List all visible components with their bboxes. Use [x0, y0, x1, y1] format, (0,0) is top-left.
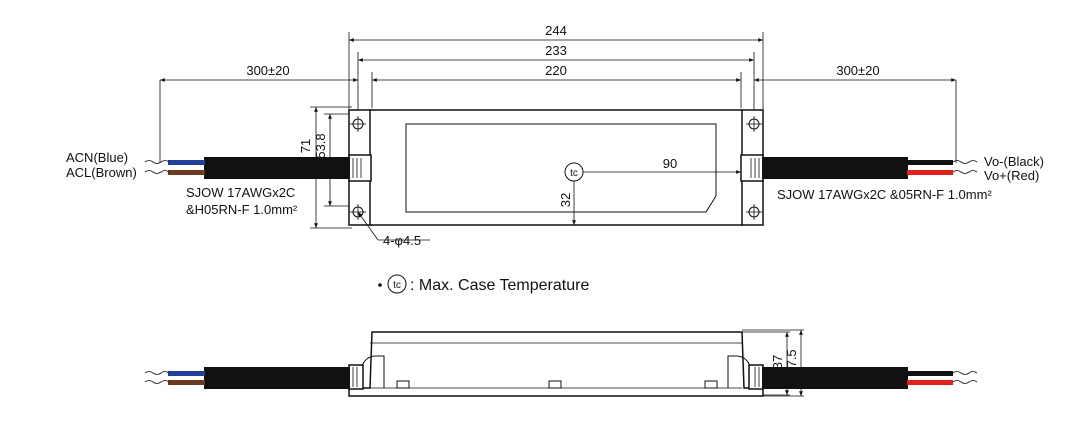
- left-cable-gland: [348, 154, 372, 182]
- acn-label: ACN(Blue): [66, 150, 128, 165]
- top-view: 244 233 220 300±20 300±20 71 53.8: [66, 23, 1044, 248]
- side-red-wire: [907, 380, 953, 385]
- vo-plus-label: Vo+(Red): [984, 168, 1039, 183]
- tc-y-label: 32: [558, 193, 573, 207]
- mount-pitch-label: 233: [545, 43, 567, 58]
- tc-note: tc : Max. Case Temperature: [378, 274, 589, 294]
- tc-note-symbol: tc: [393, 280, 401, 291]
- overall-length-label: 244: [545, 23, 567, 38]
- side-view: 37 37.5: [144, 329, 978, 397]
- overall-width-label: 71: [298, 139, 313, 153]
- brown-wire: [168, 170, 205, 175]
- case-label-recess: [405, 123, 717, 213]
- tc-note-text: : Max. Case Temperature: [410, 277, 589, 294]
- input-cable-jacket: [204, 157, 350, 179]
- blue-wire: [168, 160, 205, 165]
- side-input-cable: [204, 367, 350, 389]
- case-side-outline: [348, 331, 764, 397]
- output-cable-jacket: [762, 157, 908, 179]
- output-cable-spec: SJOW 17AWGx2C &05RN-F 1.0mm²: [777, 187, 992, 202]
- side-brown-wire: [168, 380, 205, 385]
- input-cable-length-label: 300±20: [246, 63, 289, 78]
- mount-holes-label: 4-φ4.5: [383, 233, 421, 248]
- vo-minus-label: Vo-(Black): [984, 154, 1044, 169]
- right-cable-gland: [740, 154, 764, 182]
- input-cable-spec-line1: SJOW 17AWGx2C: [186, 185, 295, 200]
- tc-x-label: 90: [663, 156, 677, 171]
- case-top-outline: [369, 109, 743, 226]
- side-blue-wire: [168, 371, 205, 376]
- tc-symbol: tc: [570, 168, 578, 179]
- case-width-label: 53.8: [313, 133, 328, 158]
- output-cable-length-label: 300±20: [836, 63, 879, 78]
- acl-label: ACL(Brown): [66, 165, 137, 180]
- left-side-gland: [348, 364, 364, 390]
- tc-note-icon: [387, 274, 407, 294]
- case-length-label: 220: [545, 63, 567, 78]
- height-label: 37: [770, 355, 785, 369]
- black-wire: [907, 160, 953, 165]
- input-cable-spec-line2: &H05RN-F 1.0mm²: [186, 202, 298, 217]
- side-black-wire: [907, 371, 953, 376]
- side-output-cable: [762, 367, 908, 389]
- input-wire-strands: [144, 160, 170, 174]
- red-wire: [907, 170, 953, 175]
- output-wire-strands: [952, 160, 978, 174]
- right-side-gland: [748, 364, 764, 390]
